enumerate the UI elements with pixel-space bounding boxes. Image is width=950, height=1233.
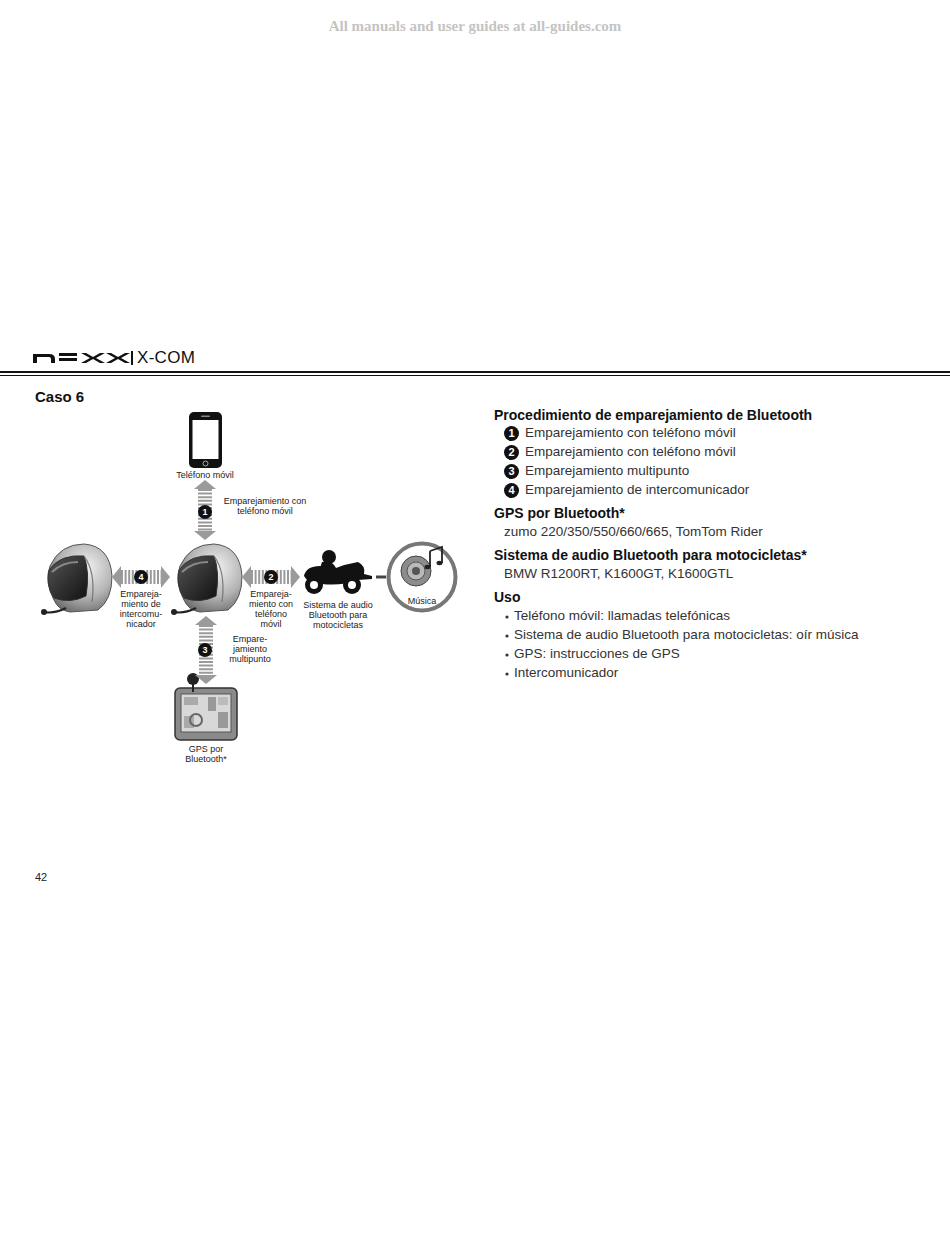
model-list: BMW R1200RT, K1600GT, K1600GTL (504, 566, 733, 581)
bullet-text: Sistema de audio Bluetooth para motocicl… (514, 627, 858, 642)
gps-node: GPS por Bluetooth* (174, 684, 238, 764)
step-text: Emparejamiento con teléfono móvil (525, 425, 736, 440)
edge-label: Emparejamiento con teléfono móvil (216, 496, 314, 516)
gps-icon (175, 673, 237, 740)
section-heading: Uso (494, 589, 520, 605)
callout-number: 3 (504, 464, 519, 479)
motorcycle-icon (304, 550, 372, 594)
step-text: Emparejamiento con teléfono móvil (525, 444, 736, 459)
edge-label: Empareja- miento de intercomu- nicador (114, 589, 168, 629)
watermark: All manuals and user guides at all-guide… (0, 18, 950, 35)
node-label: Música (386, 596, 458, 606)
callout-number: 2 (504, 445, 519, 460)
header-rule (0, 371, 950, 373)
helmet-icon (171, 544, 242, 615)
section-heading: GPS por Bluetooth* (494, 505, 625, 521)
header-rule (0, 375, 950, 376)
node-label: Sistema de audio Bluetooth para motocicl… (300, 600, 376, 630)
section-heading: Procedimiento de emparejamiento de Bluet… (494, 407, 812, 423)
helmet-node (170, 540, 242, 616)
callout-number: 1 (504, 426, 519, 441)
callout-number: 2 (264, 570, 278, 584)
music-circle: Música (386, 541, 458, 613)
bullet-text: GPS: instrucciones de GPS (514, 646, 680, 661)
edge-label: Empareja- miento con teléfono móvil (244, 589, 298, 629)
callout-number: 4 (504, 483, 519, 498)
node-label: Teléfono móvil (170, 470, 240, 480)
bullet-dot (505, 615, 508, 675)
helmet-node (40, 540, 112, 616)
callout-number: 1 (198, 505, 212, 519)
phone-node: Teléfono móvil (170, 410, 240, 480)
edge-label: Empare- jamiento multipunto (221, 634, 279, 664)
callout-number: 3 (198, 643, 212, 657)
bullet-text: Teléfono móvil: llamadas telefónicas (514, 608, 730, 623)
audio-system-node: Sistema de audio Bluetooth para motocicl… (300, 546, 376, 630)
nexx-logo (33, 351, 133, 365)
diagram-title: Caso 6 (35, 388, 84, 405)
helmet-icon (41, 544, 112, 615)
phone-icon (189, 412, 222, 468)
section-heading: Sistema de audio Bluetooth para motocicl… (494, 547, 807, 563)
pairing-arrow (251, 570, 291, 584)
pairing-arrow (199, 625, 213, 675)
node-label: GPS por Bluetooth* (174, 744, 238, 764)
callout-number: 4 (134, 570, 148, 584)
connector-line (376, 576, 386, 579)
pairing-arrow (198, 489, 212, 531)
step-text: Emparejamiento de intercomunicador (525, 482, 749, 497)
step-text: Emparejamiento multipunto (525, 463, 689, 478)
bullet-text: Intercomunicador (514, 665, 618, 680)
model-list: zumo 220/350/550/660/665, TomTom Rider (504, 524, 763, 539)
page-number: 42 (35, 871, 47, 883)
pairing-arrow (121, 570, 161, 584)
product-name: X-COM (137, 348, 195, 368)
